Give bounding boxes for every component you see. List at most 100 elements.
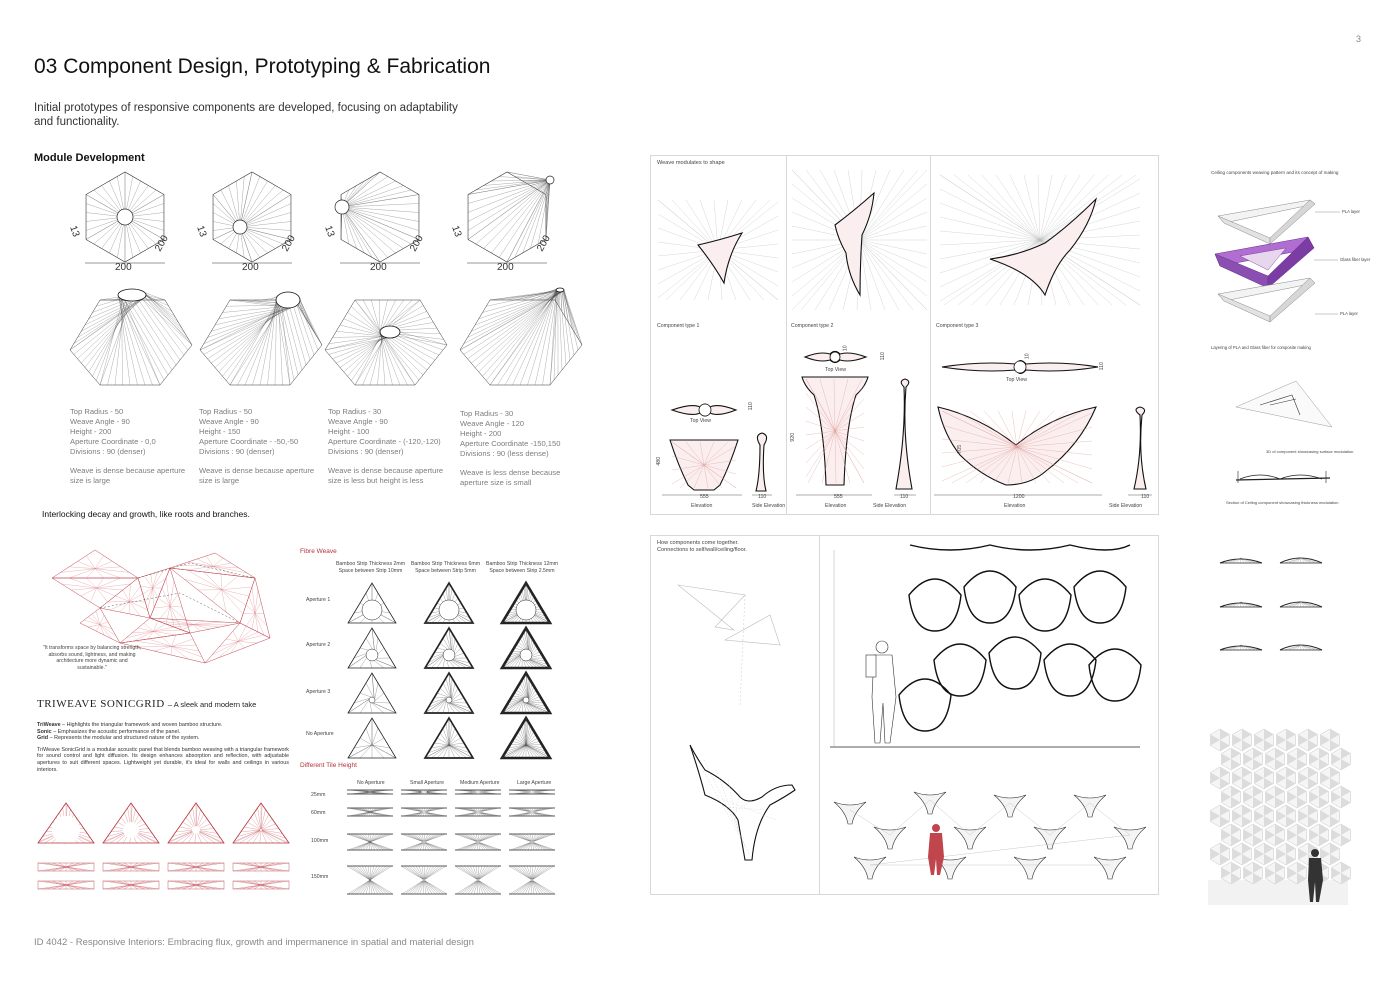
weave-line [94,568,130,573]
weave-line [181,832,194,844]
hex-petal [1220,843,1230,854]
weave-line [344,213,357,249]
weave-line [515,734,527,746]
weave-line [1239,557,1242,564]
weave-line [553,291,557,381]
weave-line [467,291,564,338]
weave-line [521,619,524,624]
lattice-line [727,779,739,832]
profile-curve [1279,557,1323,564]
weave-line [254,612,268,627]
weave-line [399,331,448,346]
weave-line [193,624,211,630]
weave-line [199,831,221,839]
weave-line [248,595,256,614]
weave-line [1223,601,1242,608]
weave-line [238,631,259,642]
weave-line [250,817,261,830]
weave-line [373,702,391,704]
weave-line [169,606,183,631]
weave-line [87,616,101,625]
weave-line [348,189,412,206]
weave-line [371,737,385,746]
fibre-cell [499,625,553,670]
weave-line [55,817,58,820]
hex-petal [1253,748,1263,759]
weave-line [229,299,277,303]
weave-line [347,655,367,669]
weave-line [90,587,97,603]
hex-petal [1243,867,1253,879]
weave-line [42,833,53,837]
weave-line [86,212,118,217]
component-outline [833,801,867,825]
fibre-cell [499,580,553,625]
weave-line [475,182,548,245]
weave-line [109,834,125,844]
weave-line [532,599,537,603]
weave-line [153,631,163,638]
fibre-col-1: Bamboo Strip Thickness 2mm Space between… [335,561,406,574]
weave-line [391,299,421,327]
weave-line [359,700,370,714]
connection-line [1089,802,1131,836]
weave-line [538,182,548,191]
hex-petal [1330,767,1340,778]
weave-line [436,692,449,698]
dim-label: 10 [1024,353,1031,360]
weave-line [506,290,557,301]
weave-line [513,737,527,746]
weave-line [391,337,432,366]
aperture-gap [472,791,484,793]
component-outline [689,744,796,861]
weave-line [199,830,218,834]
weave-line [129,601,148,611]
weave-line [144,297,189,351]
weave-line [430,744,450,749]
spec-line: Divisions : 90 (less dense) [460,449,549,458]
weave-line [1240,644,1249,651]
weave-line [452,660,468,669]
weave-line [439,687,450,698]
weave-line [68,809,71,817]
weave-line [126,224,133,258]
weave-line [399,328,437,331]
weave-line [430,699,447,714]
hex-petal [1275,824,1285,835]
weave-line [140,585,153,589]
tile-cell [346,833,394,851]
weave-line [145,295,186,334]
weave-line [345,185,357,202]
weave-line [525,724,531,746]
hex-petal [1298,848,1308,860]
weave-line [237,830,261,837]
hex-petal [1254,848,1264,860]
aperture-gap [421,841,427,843]
weave-line [521,634,528,650]
weave-line [245,189,284,223]
weave-line [94,568,104,579]
weave-line [359,647,369,651]
weave-line [382,335,420,381]
fibre-cell [499,715,553,760]
weave-line [129,601,131,615]
weave-line [346,212,388,258]
ceiling-profile [1279,557,1323,564]
weave-line [134,300,177,366]
connection-line [969,802,1011,836]
weave-line [533,616,543,624]
weave-line [445,587,448,601]
weave-line [94,566,121,569]
weave-line [372,702,397,714]
weave-line [525,744,539,759]
definition-text: – Emphasizes the acoustic performance of… [51,728,181,735]
weave-line [71,587,97,591]
component-outline [993,794,1027,818]
hex-petal [1264,729,1274,740]
weave-line [99,624,105,636]
fibre-cell [423,581,475,624]
weave-line [380,299,388,330]
weave-line [138,300,181,361]
weave-line [482,291,559,313]
